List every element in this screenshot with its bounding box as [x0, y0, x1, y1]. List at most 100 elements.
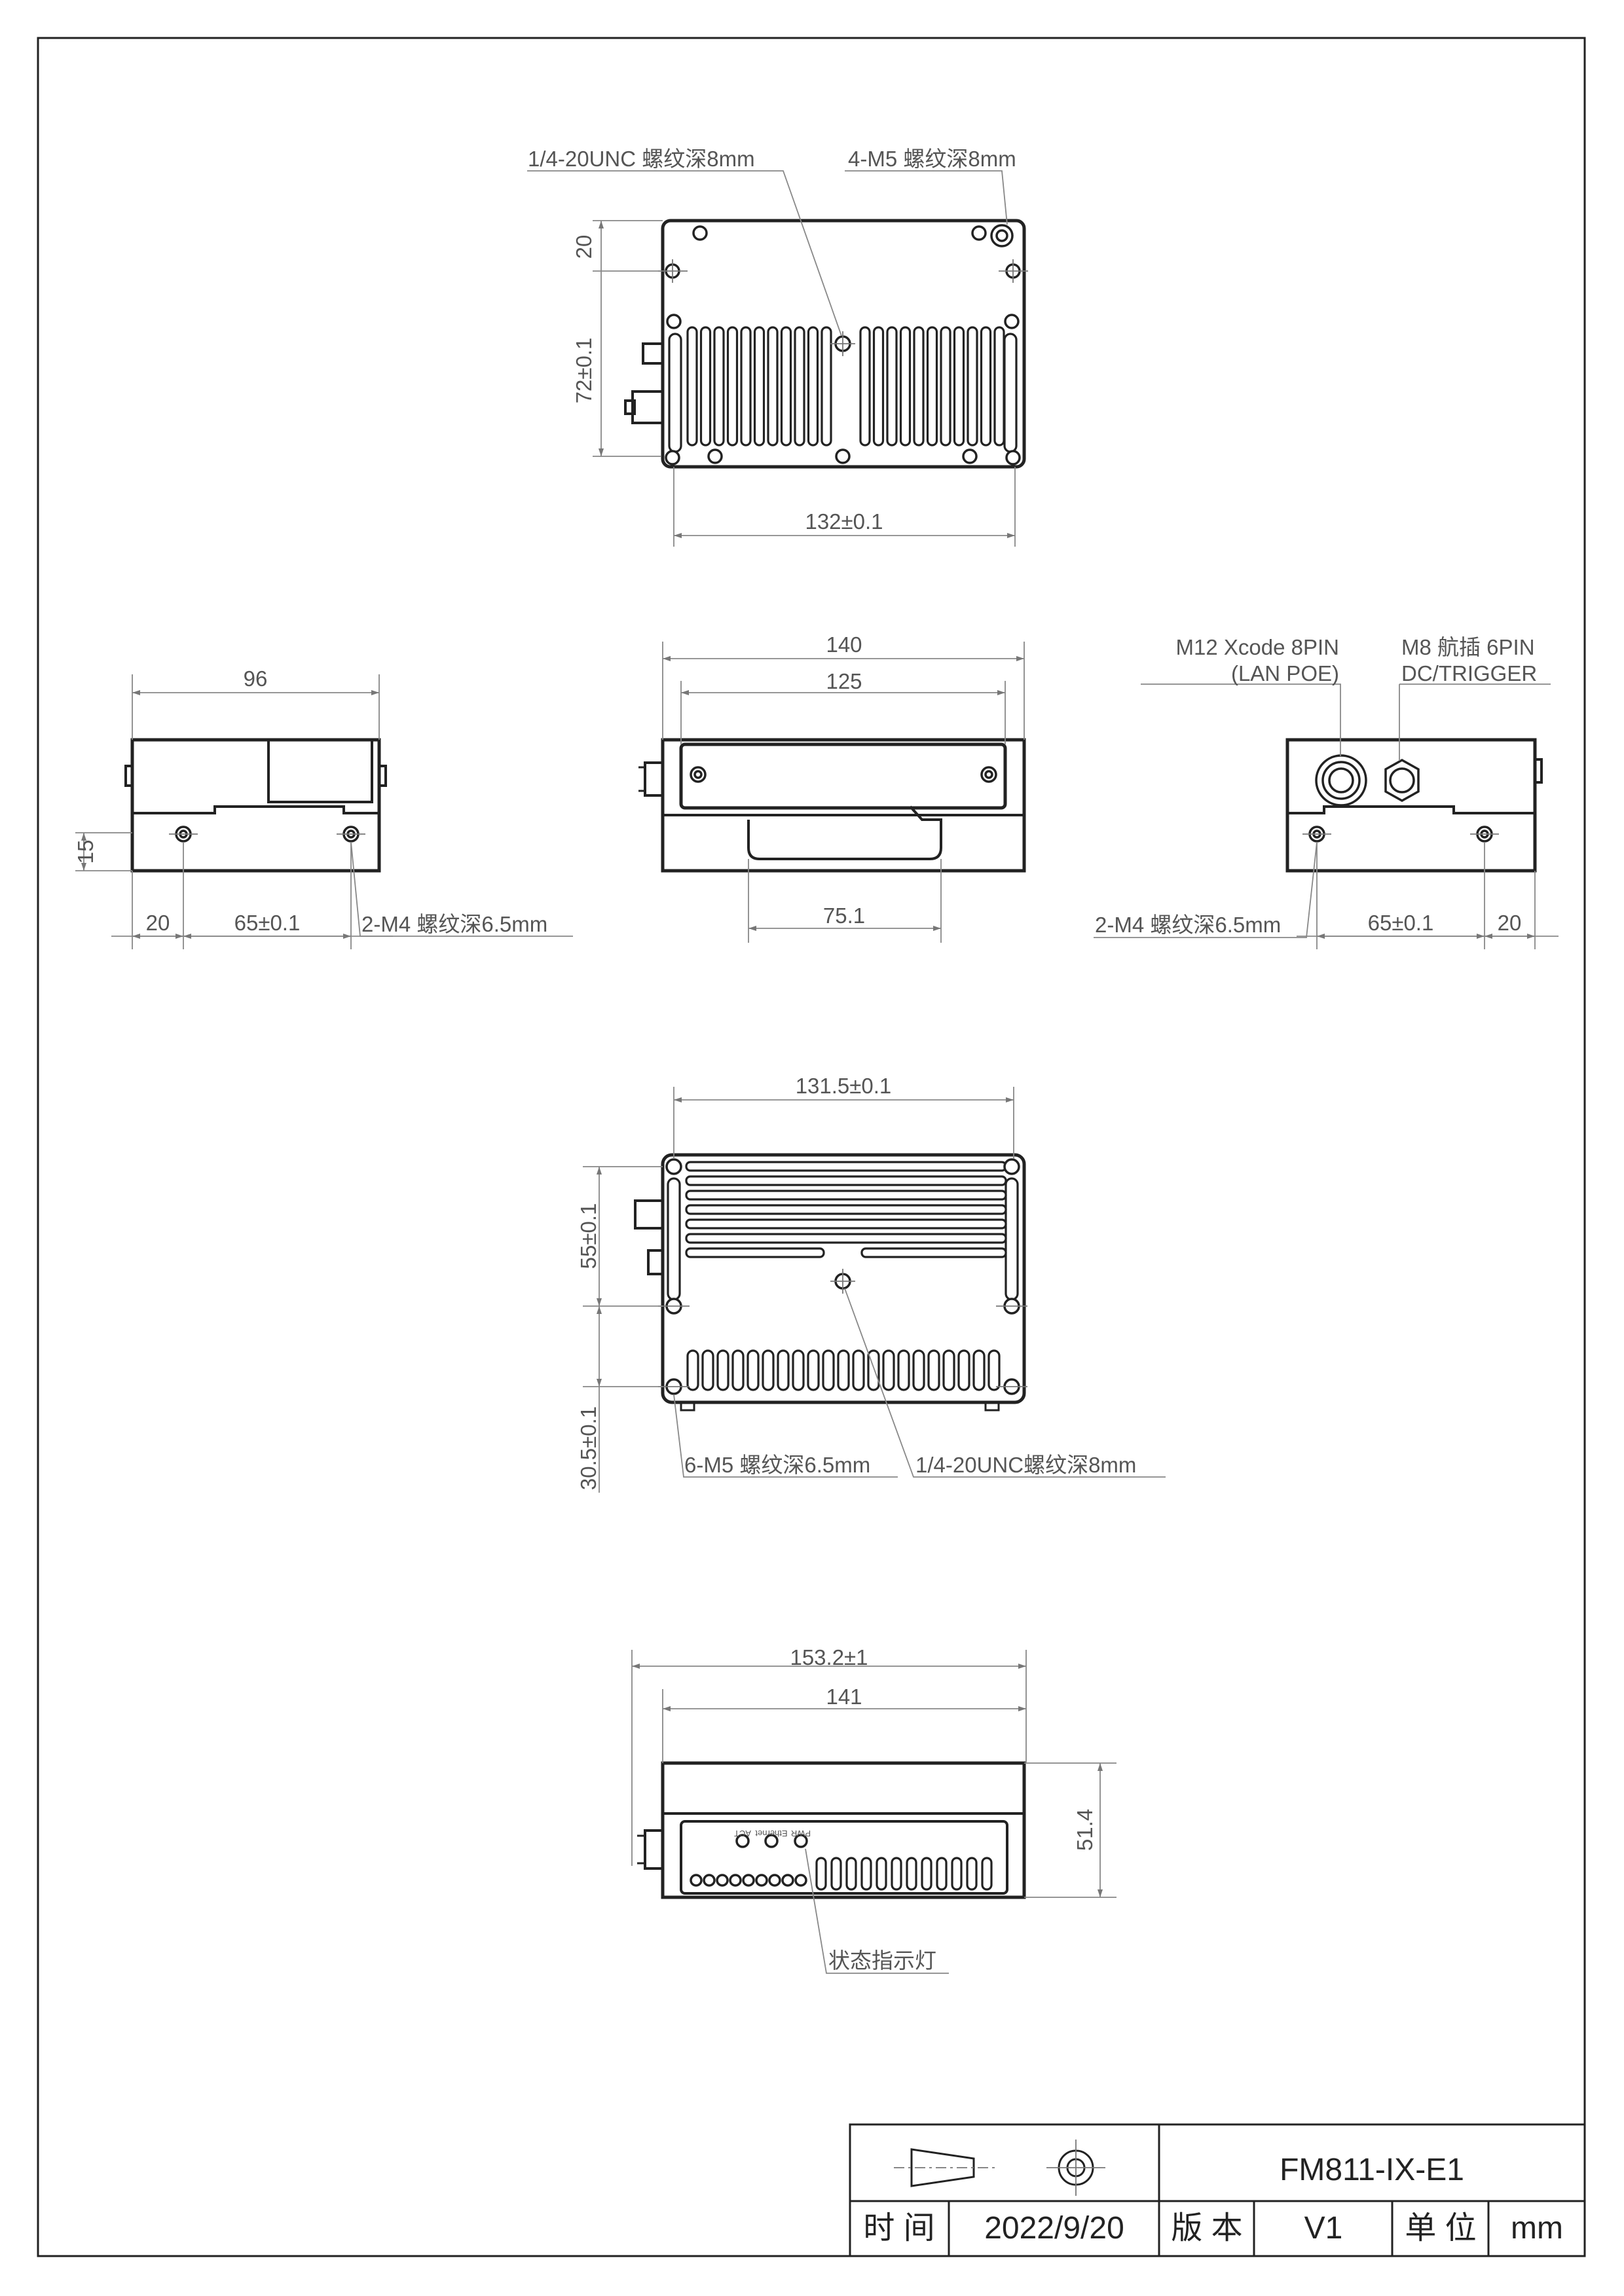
rear-dim-153: 153.2±1	[790, 1645, 868, 1669]
vent-slot	[891, 1857, 902, 1891]
top-view: 1/4-20UNC 螺纹深8mm 4-M5 螺纹深8mm 20 72±0.1 1…	[527, 147, 1028, 547]
led-ethernet-label: Ethernet	[755, 1829, 788, 1838]
right-m12-label-line1: M12 Xcode 8PIN	[1176, 635, 1339, 659]
model-number: FM811-IX-E1	[1280, 2153, 1464, 2187]
vent-hole	[729, 1874, 742, 1887]
vent-slot	[685, 1218, 1007, 1230]
vent-hole	[703, 1874, 716, 1887]
vent-slot	[951, 1857, 963, 1891]
unit-value: mm	[1511, 2211, 1563, 2246]
led-pwr-label: PWR	[791, 1829, 811, 1838]
vent-slot	[859, 326, 871, 446]
vent-slot	[940, 326, 951, 446]
vent-slot	[942, 1349, 955, 1391]
vent-slot	[830, 1857, 842, 1891]
front-dim-75: 75.1	[823, 903, 865, 928]
left-dim-20: 20	[146, 911, 170, 935]
unit-label: 单 位	[1405, 2211, 1476, 2246]
drawing-border	[37, 37, 1586, 2257]
vent-slot	[685, 1161, 1007, 1172]
vent-hole	[794, 1874, 807, 1887]
vent-slot	[822, 1349, 835, 1391]
vent-slot	[792, 1349, 805, 1391]
vent-slot	[1003, 333, 1018, 453]
right-m8-label-line2: DC/TRIGGER	[1401, 661, 1537, 685]
status-leds: ACT Ethernet PWR	[734, 1829, 811, 1848]
vent-slot	[972, 1349, 986, 1391]
drawing-date: 2022/9/20	[984, 2211, 1124, 2246]
vent-slot	[685, 1247, 825, 1258]
vent-slot	[713, 326, 725, 446]
vent-slot	[981, 1857, 993, 1891]
vent-slot	[685, 1233, 1007, 1244]
vent-slot	[876, 1857, 887, 1891]
vent-slot	[966, 1857, 978, 1891]
vent-slot	[845, 1857, 857, 1891]
vent-slot	[668, 333, 682, 453]
rear-dim-141: 141	[826, 1685, 862, 1709]
title-block: FM811-IX-E1 时 间 2022/9/20 版 本 V1 单 位 mm	[849, 2123, 1586, 2257]
vent-slot	[927, 1349, 940, 1391]
bottom-thread-label: 1/4-20UNC螺纹深8mm	[915, 1453, 1136, 1477]
vent-slot	[762, 1349, 775, 1391]
version-label: 版 本	[1171, 2211, 1242, 2246]
vent-slot	[953, 326, 965, 446]
vent-slot	[807, 1349, 820, 1391]
right-side-view: M12 Xcode 8PIN (LAN POE) M8 航插 6PIN DC/T…	[1094, 635, 1559, 949]
bottom-dim-30: 30.5±0.1	[576, 1406, 600, 1490]
vent-slot	[897, 1349, 910, 1391]
vent-slot	[686, 1349, 699, 1391]
vent-slot	[987, 1349, 1001, 1391]
left-side-view: 96 15 20 65±0.1 2-M4 螺纹深6.5mm	[73, 666, 573, 949]
vent-hole	[690, 1874, 703, 1887]
left-dim-96: 96	[244, 666, 268, 691]
vent-slot	[716, 1349, 729, 1391]
time-label: 时 间	[863, 2211, 934, 2246]
left-dim-15: 15	[73, 840, 98, 864]
right-dim-65: 65±0.1	[1368, 911, 1434, 935]
vent-slot	[967, 326, 978, 446]
vent-slot	[726, 326, 739, 446]
vent-slot	[913, 326, 925, 446]
vent-slot	[899, 326, 912, 446]
vent-slot	[699, 326, 712, 446]
top-thread-label: 1/4-20UNC 螺纹深8mm	[528, 147, 755, 171]
vent-slot	[685, 1175, 1007, 1186]
right-m12-label-line2: (LAN POE)	[1231, 661, 1339, 685]
vent-slot	[926, 326, 938, 446]
vent-hole	[781, 1874, 794, 1887]
vent-slot	[993, 326, 1005, 446]
vent-slot	[882, 1349, 895, 1391]
vent-hole	[716, 1874, 729, 1887]
top-dim-72: 72±0.1	[572, 338, 596, 404]
left-m4-label: 2-M4 螺纹深6.5mm	[361, 912, 547, 936]
vent-slot	[685, 1204, 1007, 1215]
vent-slot	[747, 1349, 760, 1391]
vent-slot	[767, 326, 779, 446]
vent-slot	[837, 1349, 850, 1391]
vent-slot	[860, 1247, 1007, 1258]
rear-view: ACT Ethernet PWR 153.2±1 141 51.4 状态指示灯	[631, 1645, 1116, 1974]
vent-slot	[740, 326, 752, 446]
projection-symbol-icon	[894, 2140, 1105, 2196]
vent-slot	[685, 1190, 1007, 1201]
right-m4-label: 2-M4 螺纹深6.5mm	[1095, 913, 1281, 937]
top-m5-label: 4-M5 螺纹深8mm	[848, 147, 1016, 171]
front-dim-125: 125	[826, 669, 862, 693]
vent-slot	[686, 326, 698, 446]
vent-slot	[906, 1857, 917, 1891]
top-dim-20: 20	[572, 235, 596, 259]
vent-slot	[860, 1857, 872, 1891]
vent-hole	[742, 1874, 755, 1887]
vent-slot	[912, 1349, 925, 1391]
front-view: 140 125 75.1	[638, 632, 1026, 943]
vent-slot	[780, 326, 792, 446]
vent-slot	[872, 326, 885, 446]
vent-hole	[768, 1874, 781, 1887]
bottom-dim-131: 131.5±0.1	[796, 1074, 892, 1098]
vent-slot	[921, 1857, 932, 1891]
vent-slot	[957, 1349, 970, 1391]
vent-slot	[807, 326, 819, 446]
rear-dim-51: 51.4	[1073, 1809, 1097, 1851]
